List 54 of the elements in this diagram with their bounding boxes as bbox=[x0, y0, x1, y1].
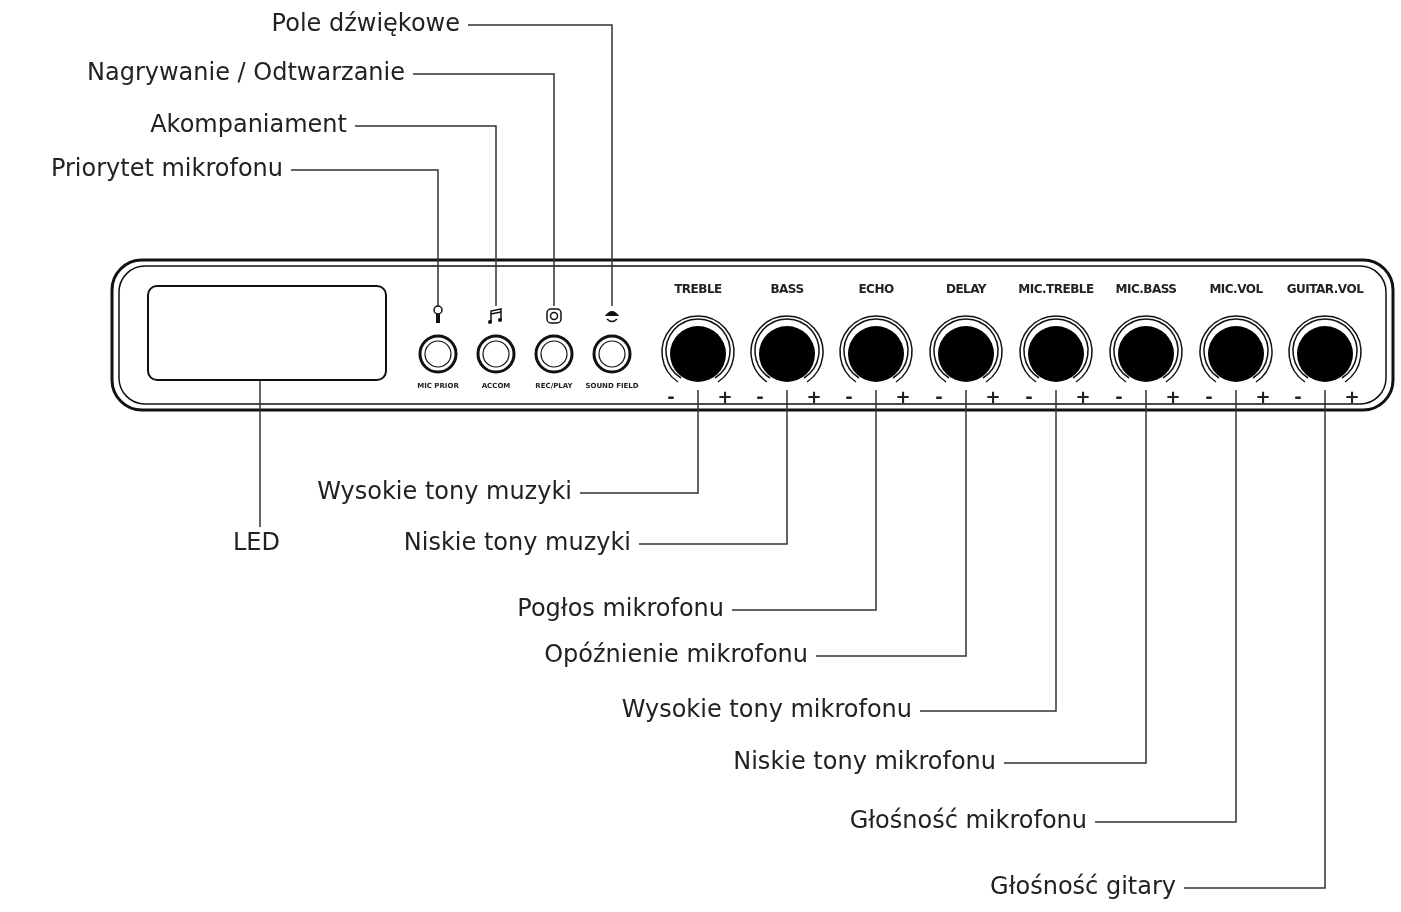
knob-label: BASS bbox=[770, 282, 804, 296]
leader-line bbox=[354, 125, 497, 307]
plus-sign: + bbox=[895, 390, 911, 404]
push-button bbox=[418, 306, 458, 374]
led-screen bbox=[147, 285, 387, 381]
plus-sign: + bbox=[1255, 390, 1271, 404]
leader-line bbox=[638, 389, 788, 545]
plus-sign: + bbox=[806, 390, 822, 404]
minus-sign: - bbox=[1115, 390, 1123, 404]
callout-label: Pogłos mikrofonu bbox=[517, 593, 724, 623]
minus-sign: - bbox=[1205, 390, 1213, 404]
callout-label: Opóźnienie mikrofonu bbox=[544, 639, 808, 669]
leader-line bbox=[815, 389, 967, 657]
minus-sign: - bbox=[756, 390, 764, 404]
push-button bbox=[476, 306, 516, 374]
callout-label: Wysokie tony muzyki bbox=[317, 476, 572, 506]
minus-sign: - bbox=[1294, 390, 1302, 404]
knob-label: ECHO bbox=[858, 282, 894, 296]
leader-line bbox=[412, 73, 555, 307]
leader-line bbox=[1094, 389, 1237, 823]
callout-label: Pole dźwiękowe bbox=[271, 8, 460, 38]
plus-sign: + bbox=[1344, 390, 1360, 404]
callout-label: Niskie tony muzyki bbox=[403, 527, 631, 557]
leader-line bbox=[290, 169, 439, 307]
plus-sign: + bbox=[1165, 390, 1181, 404]
leader-line bbox=[919, 389, 1057, 712]
leader-line bbox=[1183, 389, 1326, 889]
callout-label: Głośność mikrofonu bbox=[849, 805, 1087, 835]
knob-label: DELAY bbox=[945, 282, 987, 296]
minus-sign: - bbox=[935, 390, 943, 404]
leader-line bbox=[259, 380, 261, 528]
callout-label: Wysokie tony mikrofonu bbox=[621, 694, 912, 724]
plus-sign: + bbox=[1075, 390, 1091, 404]
knob-label: TREBLE bbox=[674, 282, 722, 296]
push-button bbox=[534, 306, 574, 374]
callout-label: Akompaniament bbox=[150, 109, 347, 139]
callout-label: LED bbox=[233, 527, 280, 557]
leader-line bbox=[1003, 389, 1147, 764]
callout-label: Głośność gitary bbox=[990, 871, 1176, 901]
leader-line bbox=[731, 389, 877, 611]
plus-sign: + bbox=[985, 390, 1001, 404]
leader-line bbox=[467, 24, 613, 307]
plus-sign: + bbox=[717, 390, 733, 404]
callout-label: Nagrywanie / Odtwarzanie bbox=[87, 57, 405, 87]
callout-label: Niskie tony mikrofonu bbox=[733, 746, 996, 776]
leader-line bbox=[579, 389, 699, 494]
knob-label: MIC.VOL bbox=[1209, 282, 1263, 296]
knob-label: MIC.TREBLE bbox=[1018, 282, 1094, 296]
minus-sign: - bbox=[667, 390, 675, 404]
minus-sign: - bbox=[845, 390, 853, 404]
minus-sign: - bbox=[1025, 390, 1033, 404]
knob-label: GUITAR.VOL bbox=[1286, 282, 1364, 296]
knob-label: MIC.BASS bbox=[1115, 282, 1177, 296]
callout-label: Priorytet mikrofonu bbox=[50, 153, 283, 183]
